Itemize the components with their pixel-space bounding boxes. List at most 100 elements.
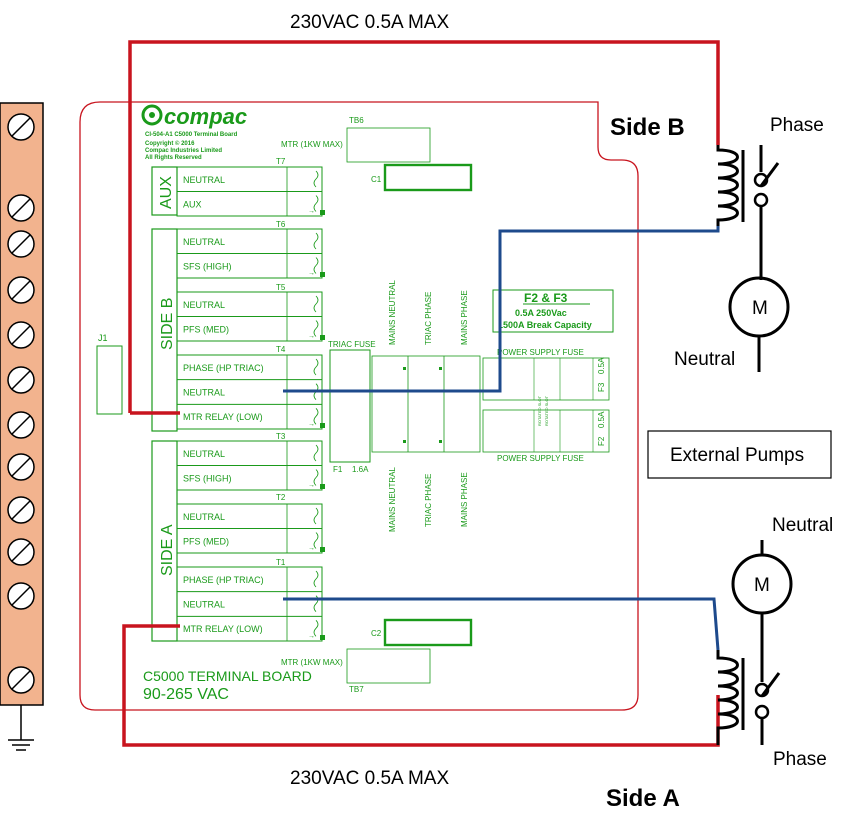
terminal-row-label: SFS (HIGH) — [183, 473, 232, 483]
board-voltage: 90-265 VAC — [143, 686, 229, 703]
board-outline — [79, 101, 639, 711]
terminal-row-label: PFS (MED) — [183, 324, 229, 334]
spring-contact-icon — [313, 170, 319, 188]
side-b-group: SIDE B — [151, 228, 178, 432]
logo-text: compac — [164, 104, 247, 129]
pin-marker — [320, 423, 325, 428]
terminal-screw-icon — [7, 276, 35, 304]
pin-marker — [320, 547, 325, 552]
neutral-label-bottom: Neutral — [772, 515, 833, 536]
spring-contact-icon — [313, 507, 319, 525]
mains-phase-bottom: MAINS PHASE — [460, 472, 469, 527]
terminal-screw-icon — [7, 411, 35, 439]
tb7-block — [346, 648, 431, 684]
triac-phase-bottom: TRIAC PHASE — [424, 474, 433, 527]
terminal-t1: T1 — [276, 558, 286, 567]
mtr-bottom-label: MTR (1KW MAX) — [281, 658, 343, 667]
pin-marker — [320, 484, 325, 489]
terminal-row-label: NEUTRAL — [183, 449, 225, 459]
terminal-row-label: PFS (MED) — [183, 536, 229, 546]
motor-icon — [731, 540, 793, 660]
arrow-icon: → — [308, 208, 315, 215]
tb6-block — [346, 127, 431, 163]
board-info-3: Compac Industries Limited — [145, 148, 222, 154]
pin-marker — [320, 335, 325, 340]
spring-contact-icon — [313, 358, 319, 376]
terminal-t7: T7 — [276, 157, 286, 166]
terminal-screw-icon — [7, 496, 35, 524]
mains-connector-block — [371, 355, 481, 453]
external-pumps-label: External Pumps — [670, 445, 804, 466]
tb6-label: TB6 — [349, 116, 364, 125]
terminal-screw-icon — [7, 582, 35, 610]
terminal-row-label: NEUTRAL — [183, 600, 225, 610]
terminal-t4: T4 — [276, 345, 286, 354]
fuse-info-box — [492, 289, 614, 333]
terminal-t5: T5 — [276, 283, 286, 292]
pin-marker — [320, 635, 325, 640]
terminal-screw-icon — [7, 666, 35, 694]
motor-label-a: M — [754, 575, 770, 596]
terminal-screw-icon — [7, 321, 35, 349]
slot-text-a: ROTATED SLOT — [537, 395, 542, 426]
arrow-icon: → — [308, 633, 315, 640]
arrow-icon: → — [308, 270, 315, 277]
pin-marker — [320, 272, 325, 277]
mains-neutral-bottom: MAINS NEUTRAL — [388, 467, 397, 532]
spring-contact-icon — [313, 257, 319, 274]
spring-contact-icon — [313, 570, 319, 588]
motor-label-b: M — [752, 298, 768, 319]
ground-icon — [8, 739, 34, 751]
terminal-screw-icon — [7, 453, 35, 481]
f1-rating: 1.6A — [352, 465, 369, 474]
spring-contact-icon — [313, 320, 319, 337]
neutral-wire-side-b — [283, 222, 720, 393]
live-wire-side-b — [128, 40, 720, 413]
terminal-screw-icon — [7, 113, 35, 141]
board-info-2: Copyright © 2016 — [145, 140, 195, 147]
spring-contact-icon — [313, 195, 319, 212]
terminal-t6: T6 — [276, 220, 286, 229]
spring-contact-icon — [313, 444, 319, 462]
f1-label: F1 — [333, 465, 343, 474]
spring-contact-icon — [313, 232, 319, 250]
terminal-row-label: MTR RELAY (LOW) — [183, 412, 263, 422]
f3-fuse — [482, 357, 610, 401]
terminal-t3: T3 — [276, 432, 286, 441]
board-info-4: All Rights Reserved — [145, 155, 202, 161]
supply-label-top: 230VAC 0.5A MAX — [290, 12, 449, 33]
terminal-t2: T2 — [276, 493, 286, 502]
psu-fuse-top-label: POWER SUPPLY FUSE — [497, 348, 584, 357]
triac-fuse-label: TRIAC FUSE — [328, 340, 376, 349]
terminal-screw-icon — [7, 538, 35, 566]
f2-label: F2 — [597, 436, 606, 446]
spring-contact-icon — [313, 532, 319, 549]
relay-switch-icon — [753, 145, 780, 280]
terminal-row-label: NEUTRAL — [183, 388, 225, 398]
fuse-box-title: F2 & F3 — [524, 291, 568, 305]
supply-label-bottom: 230VAC 0.5A MAX — [290, 768, 449, 789]
neutral-wire-side-a — [283, 597, 720, 651]
external-pumps-box — [647, 430, 832, 479]
f2-fuse — [482, 409, 610, 453]
neutral-label-top: Neutral — [674, 349, 735, 370]
fuse-box-line1: 0.5A 250Vac — [515, 308, 567, 318]
mains-neutral-top: MAINS NEUTRAL — [388, 280, 397, 345]
slot-text-b: ROTATED SLOT — [544, 395, 549, 426]
mains-phase-top: MAINS PHASE — [460, 290, 469, 345]
arrow-icon: → — [308, 482, 315, 489]
c1-capacitor — [383, 163, 473, 192]
f3-label: F3 — [597, 382, 606, 392]
side-b-label: Side B — [610, 114, 685, 141]
terminal-screw-icon — [7, 366, 35, 394]
board-title: C5000 TERMINAL BOARD — [143, 668, 312, 684]
spring-contact-icon — [313, 408, 319, 425]
psu-fuse-bottom-label: POWER SUPPLY FUSE — [497, 454, 584, 463]
f2-rating: 0.5A — [597, 411, 606, 428]
mtr-top-label: MTR (1KW MAX) — [281, 140, 343, 149]
spring-contact-icon — [313, 620, 319, 637]
arrow-icon: → — [308, 545, 315, 552]
f1-fuse-body — [329, 349, 371, 463]
